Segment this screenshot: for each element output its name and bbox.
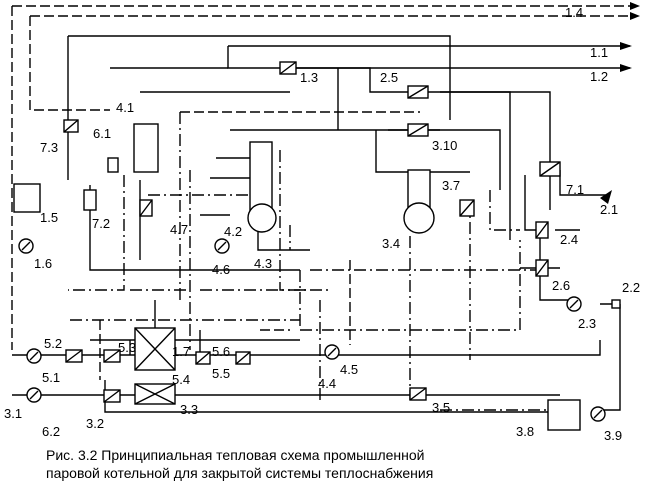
position-labels: 1.4 1.1 1.2 1.3 2.5 4.1 6.1 7.3 3.10 3.7… (4, 5, 640, 443)
label-1-4: 1.4 (565, 5, 583, 20)
pipelines (11, 5, 630, 413)
label-1-3: 1.3 (300, 70, 318, 85)
label-2-4: 2.4 (560, 232, 578, 247)
heat-exchangers (63, 61, 561, 403)
tank-3-8 (547, 399, 581, 431)
tank-1-5 (13, 183, 41, 213)
label-3-2: 3.2 (86, 416, 104, 431)
label-5-1: 5.1 (42, 370, 60, 385)
caption-line-2: паровой котельной для закрытой системы т… (46, 465, 434, 481)
label-3-3: 3.3 (180, 402, 198, 417)
label-5-3: 5.3 (118, 340, 136, 355)
label-4-7: 4.7 (170, 222, 188, 237)
label-2-2: 2.2 (622, 280, 640, 295)
label-1-5: 1.5 (40, 210, 58, 225)
flow-arrows (600, 2, 640, 204)
caption-line-1: Рис. 3.2 Принципиальная тепловая схема п… (46, 447, 425, 463)
label-5-2: 5.2 (44, 336, 62, 351)
label-5-6: 5.6 (212, 344, 230, 359)
label-1-7: 1.7 (172, 344, 190, 359)
label-4-4: 4.4 (318, 376, 336, 391)
label-3-1: 3.1 (4, 406, 22, 421)
label-7-2: 7.2 (92, 216, 110, 231)
pumps (18, 238, 606, 422)
deaerator-tank-3-4 (403, 202, 435, 234)
equipment (13, 123, 621, 431)
label-6-1: 6.1 (93, 126, 111, 141)
label-4-3: 4.3 (254, 256, 272, 271)
vessel-4-1 (133, 123, 159, 173)
deaerator-tank-4-2 (247, 203, 277, 233)
label-7-3: 7.3 (40, 140, 58, 155)
label-5-4: 5.4 (172, 372, 190, 387)
label-3-9: 3.9 (604, 428, 622, 443)
label-3-4: 3.4 (382, 236, 400, 251)
label-4-6: 4.6 (212, 262, 230, 277)
label-2-1: 2.1 (600, 202, 618, 217)
label-4-5: 4.5 (340, 362, 358, 377)
label-1-1: 1.1 (590, 45, 608, 60)
deaerator-column-4-2 (249, 141, 273, 213)
label-4-2: 4.2 (224, 224, 242, 239)
label-1-2: 1.2 (590, 69, 608, 84)
unit-6-1 (107, 157, 119, 173)
label-2-5: 2.5 (380, 70, 398, 85)
label-3-7: 3.7 (442, 178, 460, 193)
figure-caption: Рис. 3.2 Принципиальная тепловая схема п… (46, 446, 433, 482)
label-1-6: 1.6 (34, 256, 52, 271)
label-3-5: 3.5 (432, 400, 450, 415)
label-6-2: 6.2 (42, 424, 60, 439)
label-2-6: 2.6 (552, 278, 570, 293)
label-4-1: 4.1 (116, 100, 134, 115)
node-2-2 (611, 299, 621, 309)
label-3-10: 3.10 (432, 138, 457, 153)
label-5-5: 5.5 (212, 366, 230, 381)
unit-7-2 (83, 189, 97, 211)
label-7-1: 7.1 (566, 182, 584, 197)
label-2-3: 2.3 (578, 316, 596, 331)
label-3-8: 3.8 (516, 424, 534, 439)
